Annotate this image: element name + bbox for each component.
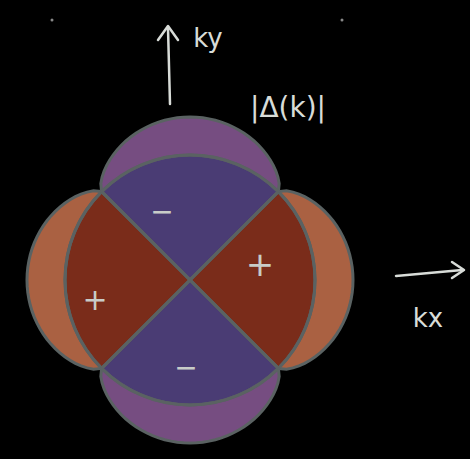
ky-axis (168, 28, 170, 104)
kx-axis (396, 270, 462, 276)
sign-label: + (82, 285, 107, 315)
fermi-circle (65, 155, 315, 405)
arrow-head (452, 262, 464, 278)
sign-label: + (246, 247, 275, 281)
sign-label: − (150, 198, 173, 226)
stray-dot (51, 19, 54, 22)
node-line (102, 192, 279, 369)
axis-label: ky (193, 25, 223, 51)
gap-label: |Δ(k)| (250, 94, 326, 122)
node-line (102, 192, 279, 369)
stray-dot (341, 19, 344, 22)
arrow-head (158, 26, 178, 40)
axis-label: kx (413, 305, 443, 331)
sign-label: − (174, 354, 197, 382)
